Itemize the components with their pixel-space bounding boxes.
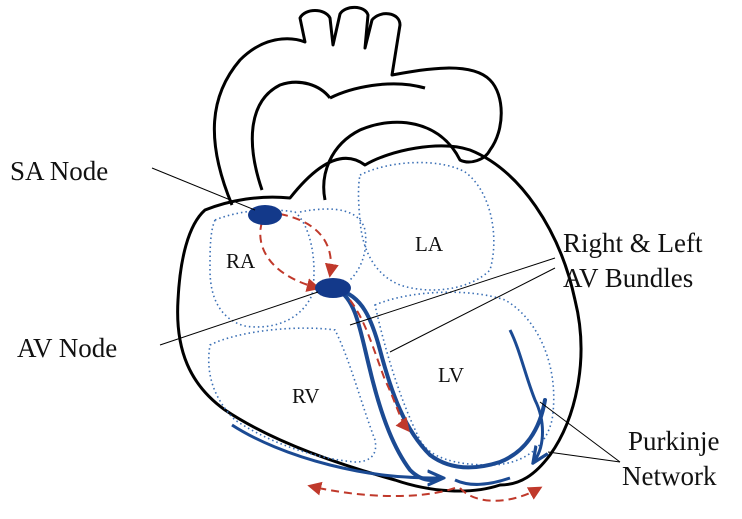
sa-node	[248, 205, 282, 225]
av-node	[315, 278, 351, 298]
purkinje-lower-left	[455, 478, 510, 484]
apex-impulse-left	[310, 486, 455, 496]
av-node-label: AV Node	[17, 333, 117, 363]
av-leader-line	[160, 292, 318, 345]
la-chamber-outline	[359, 163, 494, 290]
la-chamber-label: LA	[415, 232, 444, 256]
septum-dotted-line	[300, 209, 366, 280]
ra-chamber-label: RA	[226, 249, 256, 273]
bundles-label-line2: AV Bundles	[563, 263, 693, 293]
bundles-leader-line-2	[390, 268, 555, 352]
bundles-leader-line-1	[350, 258, 555, 325]
sa-node-label: SA Node	[10, 156, 108, 186]
purkinje-label-line2: Network	[622, 461, 717, 491]
lv-chamber-label: LV	[438, 363, 464, 387]
sa-to-av-impulse-left	[260, 222, 318, 288]
rv-chamber-label: RV	[292, 384, 320, 408]
sa-to-av-impulse-right	[280, 214, 331, 275]
purkinje-label-line1: Purkinje	[628, 426, 720, 456]
bundles-label-line1: Right & Left	[563, 228, 703, 258]
